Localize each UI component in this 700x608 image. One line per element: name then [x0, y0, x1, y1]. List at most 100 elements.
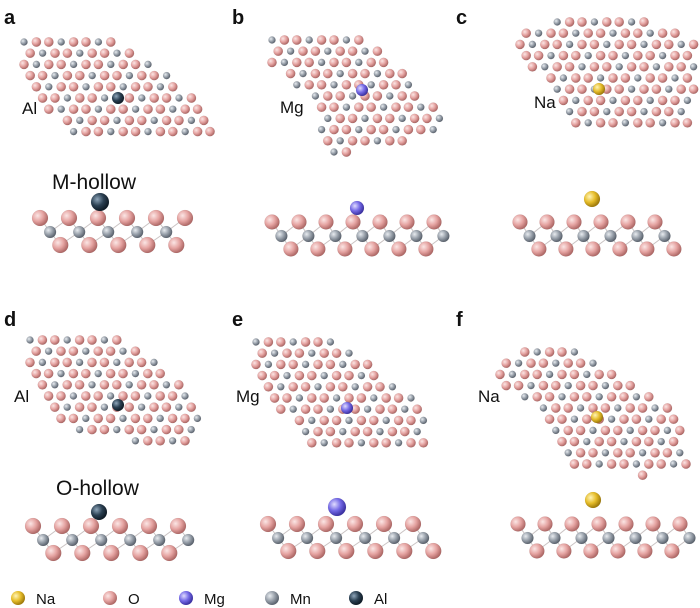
oxygen-atom — [31, 368, 42, 379]
manganese-atom — [100, 336, 109, 344]
oxygen-atom — [676, 84, 687, 95]
manganese-atom — [345, 416, 353, 425]
manganese-atom — [658, 229, 671, 243]
oxygen-atom — [136, 70, 147, 81]
oxygen-atom — [53, 517, 71, 535]
oxygen-atom — [257, 370, 268, 381]
oxygen-atom — [325, 381, 336, 392]
oxygen-atom — [362, 381, 373, 392]
manganese-atom — [57, 105, 66, 114]
oxygen-atom — [526, 358, 536, 369]
oxygen-atom — [625, 380, 636, 391]
oxygen-atom — [155, 126, 166, 137]
oxygen-atom — [285, 68, 296, 79]
manganese-atom — [323, 47, 332, 56]
oxygen-atom — [651, 106, 662, 117]
manganese-atom — [271, 531, 285, 545]
manganese-atom — [550, 229, 563, 243]
panel-d-top-view — [25, 335, 202, 446]
oxygen-atom — [306, 437, 317, 448]
oxygen-atom — [360, 68, 370, 79]
oxygen-atom — [167, 413, 178, 424]
manganese-atom — [326, 338, 335, 346]
oxygen-atom — [368, 370, 379, 381]
oxygen-atom — [331, 348, 342, 359]
oxygen-atom — [142, 368, 153, 379]
manganese-atom — [332, 394, 341, 402]
oxygen-atom — [341, 79, 352, 90]
oxygen-atom — [495, 369, 505, 380]
manganese-atom — [358, 531, 372, 545]
oxygen-atom — [93, 126, 104, 137]
manganese-atom — [354, 58, 363, 67]
oxygen-atom — [169, 517, 187, 535]
manganese-atom — [376, 427, 384, 436]
manganese-atom — [601, 381, 610, 390]
adsorbate-al-atom — [111, 398, 125, 412]
manganese-atom — [551, 359, 560, 368]
manganese-atom — [363, 405, 372, 414]
oxygen-atom — [313, 359, 323, 370]
oxygen-atom — [643, 459, 654, 469]
manganese-atom — [584, 118, 593, 127]
manganese-atom — [559, 74, 568, 82]
oxygen-atom — [632, 117, 643, 128]
manganese-atom — [168, 436, 177, 445]
oxygen-atom — [670, 117, 680, 128]
oxygen-atom — [581, 414, 592, 425]
manganese-atom — [283, 371, 291, 380]
manganese-atom — [342, 36, 351, 44]
manganese-atom — [152, 533, 166, 547]
oxygen-atom — [391, 102, 401, 113]
oxygen-atom — [406, 437, 416, 448]
oxygen-atom — [288, 381, 299, 392]
oxygen-atom — [650, 447, 660, 458]
oxygen-atom — [381, 393, 392, 403]
manganese-atom — [81, 347, 90, 356]
oxygen-atom — [575, 425, 586, 436]
oxygen-atom — [298, 46, 308, 57]
oxygen-atom — [564, 61, 575, 72]
oxygen-atom — [682, 50, 693, 61]
oxygen-atom — [626, 39, 637, 50]
oxygen-atom — [118, 59, 129, 70]
manganese-atom — [280, 58, 289, 67]
oxygen-atom — [347, 135, 358, 146]
oxygen-atom — [300, 404, 311, 415]
manganese-atom — [570, 415, 579, 424]
oxygen-atom — [25, 48, 36, 59]
oxygen-atom — [80, 391, 91, 401]
manganese-atom — [130, 225, 144, 239]
oxygen-atom — [425, 542, 442, 560]
oxygen-atom — [74, 402, 85, 413]
manganese-atom — [413, 427, 422, 436]
oxygen-atom — [364, 241, 380, 257]
manganese-atom — [338, 427, 347, 436]
oxygen-atom — [173, 379, 184, 390]
manganese-atom — [125, 380, 134, 389]
manganese-atom — [520, 392, 529, 401]
adsorbate-label-f: Na — [478, 387, 500, 406]
manganese-atom — [629, 531, 642, 545]
oxygen-atom — [682, 73, 693, 83]
oxygen-atom — [180, 104, 191, 115]
manganese-atom — [640, 107, 648, 116]
oxygen-atom — [632, 28, 643, 39]
oxygen-atom — [366, 102, 377, 113]
manganese-atom — [286, 47, 295, 56]
oxygen-atom — [612, 380, 623, 391]
oxygen-atom — [322, 91, 333, 101]
oxygen-atom — [532, 391, 543, 402]
oxygen-atom — [68, 413, 79, 424]
oxygen-atom — [68, 81, 79, 92]
manganese-atom — [575, 531, 588, 545]
oxygen-atom — [263, 381, 274, 392]
panel-letter-e: e — [232, 309, 243, 331]
oxygen-atom — [87, 93, 98, 103]
adsorbate-label-d: Al — [14, 387, 29, 406]
manganese-atom — [81, 414, 90, 423]
manganese-atom — [551, 426, 560, 435]
oxygen-atom — [149, 93, 160, 103]
oxygen-atom — [639, 241, 655, 257]
manganese-atom — [620, 437, 628, 446]
